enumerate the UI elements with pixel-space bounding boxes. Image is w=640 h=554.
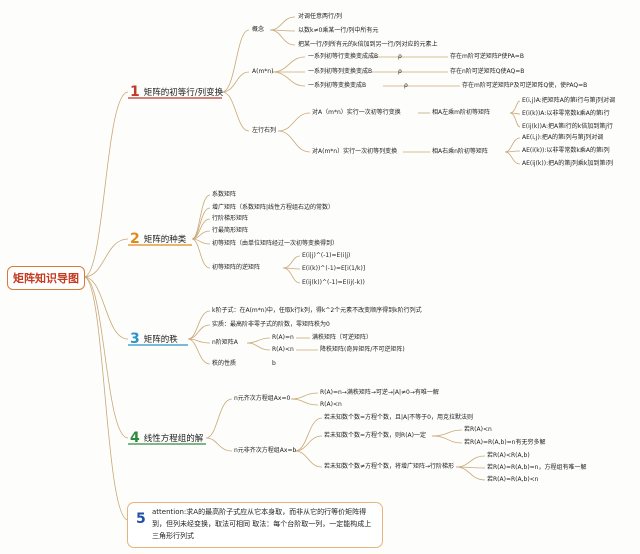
homog-item: R(A)=n→满秩矩阵→可逆→|A|≠0→有唯一解 xyxy=(320,389,439,396)
zuoxing-row1-c: E(i,j)A:把矩阵A的第i行与第j列对调 xyxy=(522,97,616,104)
section-4-title: 线性方程组的解 xyxy=(143,434,204,444)
xingzhi-value: b xyxy=(272,360,276,367)
zuoxing-row2-b: 相A右乘n阶初等矩阵 xyxy=(432,148,488,155)
nonhomog-sub: 若R(A)=R(A,b)=n，方程组有唯一解 xyxy=(487,464,587,471)
root-label: 矩阵知识导图 xyxy=(13,272,79,285)
njie-row-b: 降秩矩阵(奇异矩阵/不可逆矩阵) xyxy=(320,346,405,353)
zuoxing-row2-c: AE(i,j):把A的第i列与第j列对调 xyxy=(522,134,604,141)
kind-item: 行阶梯形矩阵 xyxy=(212,215,249,222)
inverse-item: E(i|j)^(-1)=E(i|j) xyxy=(302,252,351,259)
zuoxing-label: 左行右列 xyxy=(252,127,277,134)
nonhomog-sub: 若R(A)=R(A,b)<n xyxy=(487,476,539,483)
amn-row-b: 存在m阶可逆矩阵P及可逆矩阵Q使，使PAQ=B xyxy=(462,82,588,89)
amn-label: A(m*n) xyxy=(252,68,274,75)
rank-item: 实质：最高阶非零子式的阶数，零矩阵秩为0 xyxy=(212,321,330,328)
kind-item: 行最简形矩阵 xyxy=(212,227,249,234)
amn-row-b: 存在m阶可逆矩阵P使PA=B xyxy=(450,53,524,60)
zuoxing-row2-a: 对A(m*n）实行一次初等列变换 xyxy=(312,148,398,155)
nonhomog-label: n元非齐次方程组Ax=b xyxy=(234,447,297,454)
amn-row-a: 一系列初等列变换变成B xyxy=(308,68,373,75)
amn-row-rel: ρ xyxy=(398,68,402,75)
amn-row-b: 存在n阶可逆矩阵Q使AQ=B xyxy=(450,68,525,75)
section-2-title: 矩阵的种类 xyxy=(143,235,187,245)
gainian-item: 对调任意两行/列 xyxy=(298,13,343,20)
zuoxing-row1-c: E(ij(k))A:把A第i行的k倍加到第j行 xyxy=(522,123,613,130)
section-3-node: 3 矩阵的秩 xyxy=(130,331,178,347)
attention-box xyxy=(127,502,383,548)
amn-row-rel: ρ xyxy=(398,53,402,60)
njie-label: n阶矩阵A xyxy=(212,339,238,346)
section-4-node: 4 线性方程组的解 xyxy=(130,430,203,446)
nonhomog-sub: 若R(A)<R(A,b) xyxy=(487,452,530,459)
attention-text: attention:求A的最高阶子式应从它本身取，而非从它的行等价矩阵得到，但列… xyxy=(152,508,372,540)
kind-item: 增广矩阵（系数矩阵|线性方程组右边的常数） xyxy=(212,204,335,211)
kind-item: 初等矩阵（由单位矩阵经过一次初等变换得到） xyxy=(212,240,339,247)
inverse-item: E(ij(k))^(-1)=E(ij(-k)) xyxy=(302,279,365,286)
amn-row-rel: ρ xyxy=(404,82,408,89)
njie-row-a: R(A)=n xyxy=(272,334,294,341)
gainian-item: 把某一行/列所有元的k倍加到另一行/列对应的元素上 xyxy=(298,41,438,48)
zuoxing-row2-c: AE(ij(k)):把A的第j列乘k加到第i列 xyxy=(522,160,614,167)
homog-item: R(A)<n xyxy=(320,401,342,408)
amn-row-a: 一系列初等变换变成B xyxy=(308,82,367,89)
section-4-number: 4 xyxy=(130,430,140,446)
section-1-number: 1 xyxy=(130,84,140,100)
gainian-item: 以数k≠0乘某一行/列中所有元 xyxy=(298,27,379,34)
zuoxing-row2-c: AE(i(k)):以非零常数k乘A的第i列 xyxy=(522,147,610,154)
gainian-label: 概念 xyxy=(252,26,265,33)
rank-item: k阶子式：在A(m*n)中，任取k行k列，得k^2个元素不改变顺序得到k阶行列式 xyxy=(212,307,422,314)
njie-row-b: 满秩矩阵（可逆矩阵） xyxy=(312,334,373,341)
nonhomog-sub: 若R(A)=R(A,b)=n有无穷多解 xyxy=(464,439,546,446)
zuoxing-row1-c: E(i(k))A:以非零常数k乘A的第i行 xyxy=(522,110,610,117)
amn-row-a: 一系列初等行变换变成成B xyxy=(308,53,379,60)
zuoxing-row1-b: 相A左乘m阶初等矩阵 xyxy=(432,109,490,116)
section-5-number: 5 xyxy=(136,511,146,527)
nonhomog-sub: 若R(A)<n xyxy=(464,426,492,433)
section-1-title: 矩阵的初等行/列变换 xyxy=(143,88,224,98)
section-3-title: 矩阵的秩 xyxy=(143,335,178,345)
nonhomog-case: 若未知数个数=方程个数，则R(A)一定 xyxy=(324,432,426,439)
root-node: 矩阵知识导图 xyxy=(7,266,85,290)
section-2-number: 2 xyxy=(130,231,140,247)
inverse-label: 初等矩阵的逆矩阵 xyxy=(212,264,261,271)
homog-label: n元齐次方程组Ax=0 xyxy=(234,395,291,402)
njie-row-a: R(A)<n xyxy=(272,346,294,353)
nonhomog-case: 若未知数个数≠方程个数，将增广矩阵→行阶梯形 xyxy=(324,463,455,470)
kind-item: 系数矩阵 xyxy=(212,191,237,198)
section-2-node: 2 矩阵的种类 xyxy=(130,231,186,247)
section-3-number: 3 xyxy=(130,331,140,347)
zuoxing-row1-a: 对A（m*n）实行一次初等行变换 xyxy=(312,109,401,116)
inverse-item: E(i(k))^(-1)=E[i(1/k)] xyxy=(302,265,366,272)
nonhomog-case: 若未知数个数=方程个数，且|A|不等于0，用克拉默法则 xyxy=(324,414,473,421)
xingzhi-label: 秩的性质 xyxy=(212,360,237,367)
section-1-node: 1 矩阵的初等行/列变换 xyxy=(130,84,223,100)
